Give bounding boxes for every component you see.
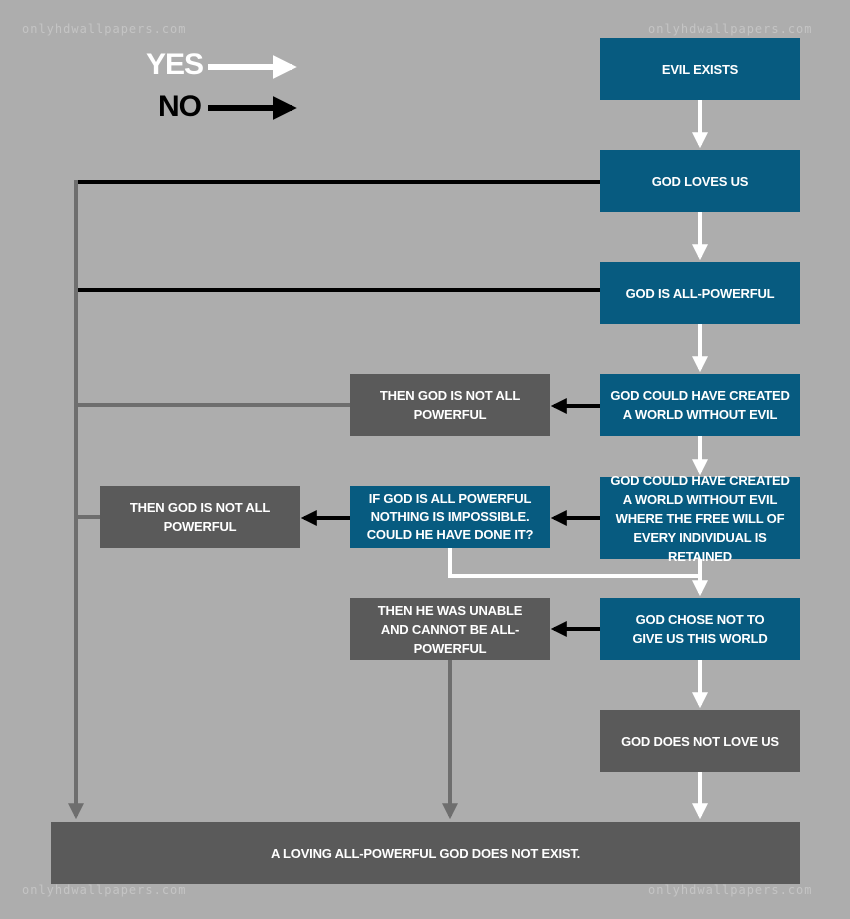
yes-line-nothing-impossible-merge: [448, 548, 700, 578]
node-does-not-love: GOD DOES NOT LOVE US: [600, 710, 800, 772]
watermark-top-left: onlyhdwallpapers.com: [22, 22, 187, 36]
node-chose-not: GOD CHOSE NOT TO GIVE US THIS WORLD: [600, 598, 800, 660]
watermark-bottom-left: onlyhdwallpapers.com: [22, 883, 187, 897]
node-not-all-powerful-2: THEN GOD IS NOT ALL POWERFUL: [100, 486, 300, 548]
legend-no-label: NO: [158, 90, 202, 123]
legend-yes-label: YES: [146, 48, 204, 81]
watermark-top-right: onlyhdwallpapers.com: [648, 22, 813, 36]
node-conclusion: A LOVING ALL-POWERFUL GOD DOES NOT EXIST…: [51, 822, 800, 884]
watermark-bottom-right: onlyhdwallpapers.com: [648, 883, 813, 897]
node-unable: THEN HE WAS UNABLE AND CANNOT BE ALL-POW…: [350, 598, 550, 660]
node-nothing-impossible: IF GOD IS ALL POWERFUL NOTHING IS IMPOSS…: [350, 486, 550, 548]
node-evil-exists: EVIL EXISTS: [600, 38, 800, 100]
node-could-create-world: GOD COULD HAVE CREATED A WORLD WITHOUT E…: [600, 374, 800, 436]
node-not-all-powerful-1: THEN GOD IS NOT ALL POWERFUL: [350, 374, 550, 436]
node-could-create-free-will: GOD COULD HAVE CREATED A WORLD WITHOUT E…: [600, 473, 800, 564]
node-god-all-powerful: GOD IS ALL-POWERFUL: [600, 262, 800, 324]
node-god-loves-us: GOD LOVES US: [600, 150, 800, 212]
